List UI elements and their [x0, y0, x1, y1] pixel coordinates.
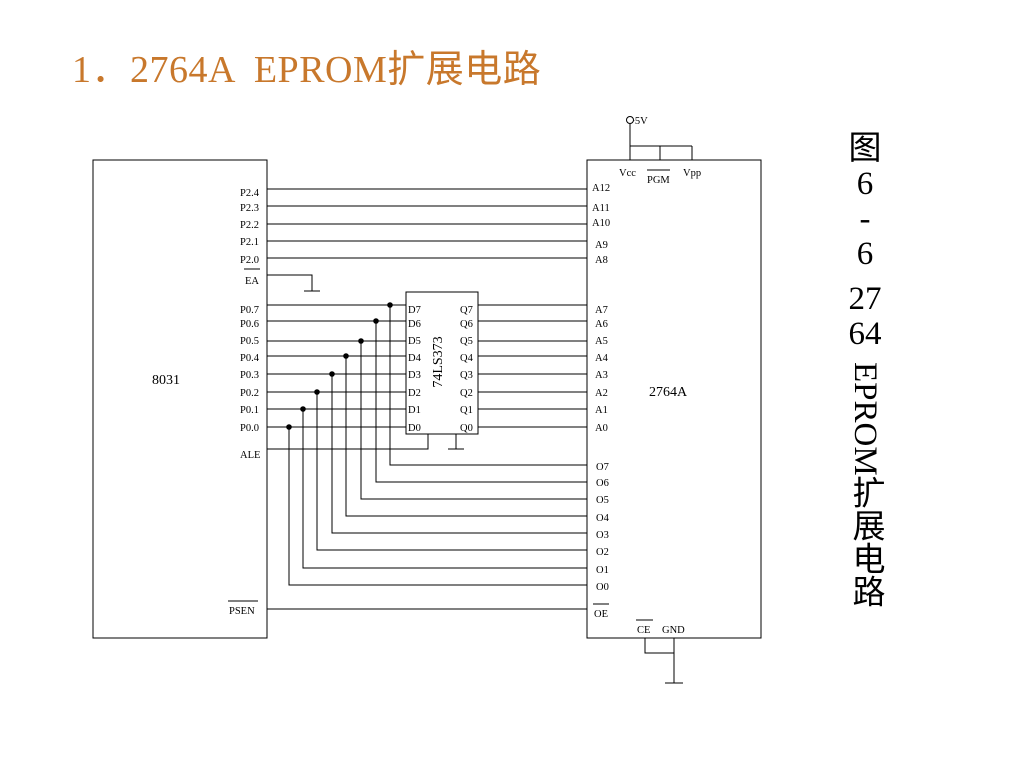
eprom-oe: OE — [594, 609, 608, 620]
latch-q1: Q1 — [460, 405, 473, 416]
eprom-a9: A9 — [595, 240, 608, 251]
eprom-name: 2764A — [649, 385, 688, 400]
pin-p06: P0.6 — [240, 319, 259, 330]
eprom-a12: A12 — [592, 183, 610, 194]
eprom-a5: A5 — [595, 336, 608, 347]
ale-wire — [267, 434, 429, 450]
eprom-o5: O5 — [596, 495, 609, 506]
pin-p07: P0.7 — [240, 305, 259, 316]
pin-p23: P2.3 — [240, 203, 259, 214]
slide-title: 1．2764A EPROM扩展电路 — [72, 49, 542, 91]
caption-line-5: 27 — [848, 281, 882, 317]
junction-dots — [286, 302, 393, 430]
eprom-a6: A6 — [595, 319, 608, 330]
pin-ale: ALE — [240, 450, 260, 461]
pin-p22: P2.2 — [240, 220, 259, 231]
pin-p02: P0.2 — [240, 388, 259, 399]
data-bus — [288, 305, 587, 586]
latch-d5: D5 — [408, 336, 421, 347]
eprom-o7: O7 — [596, 462, 609, 473]
caption-line-4: 6 — [856, 236, 874, 272]
eprom-o2: O2 — [596, 547, 609, 558]
latch-oe-ground — [448, 434, 464, 450]
latch-d1: D1 — [408, 405, 421, 416]
latch-q6: Q6 — [460, 319, 473, 330]
pin-psen: PSEN — [229, 606, 255, 617]
ea-ground — [267, 274, 320, 292]
pin-ea: EA — [245, 276, 259, 287]
caption-line-2: 6 — [856, 166, 874, 202]
cpu-8031-box — [92, 159, 268, 639]
latch-q7: Q7 — [460, 305, 473, 316]
pin-p20: P2.0 — [240, 255, 259, 266]
supply-wires — [629, 124, 693, 160]
eprom-o4: O4 — [596, 513, 610, 524]
latch-q0: Q0 — [460, 423, 473, 434]
latch-to-eprom-address — [478, 304, 587, 428]
ce-gnd-ground — [644, 638, 683, 684]
caption-vertical: EPROM扩展电路 — [847, 362, 883, 608]
pin-p01: P0.1 — [240, 405, 259, 416]
latch-d2: D2 — [408, 388, 421, 399]
eprom-o1: O1 — [596, 565, 609, 576]
latch-q2: Q2 — [460, 388, 473, 399]
latch-name: 74LS373 — [431, 336, 446, 387]
eprom-a3: A3 — [595, 370, 608, 381]
pin-p21: P2.1 — [240, 237, 259, 248]
pin-p00: P0.0 — [240, 423, 259, 434]
eprom-a8: A8 — [595, 255, 608, 266]
eprom-o0: O0 — [596, 582, 609, 593]
latch-d7: D7 — [408, 305, 421, 316]
p0-to-latch-bus — [267, 304, 406, 428]
supply-terminal — [626, 116, 634, 124]
eprom-a11: A11 — [592, 203, 610, 214]
caption-line-6: 64 — [848, 316, 882, 352]
supply-label: +5V — [629, 116, 648, 127]
cpu-name: 8031 — [152, 373, 180, 388]
figure-caption: 图 6 - 6 27 64 EPROM扩展电路 — [838, 132, 892, 608]
caption-line-1: 图 — [848, 131, 882, 167]
eprom-a4: A4 — [595, 353, 609, 364]
latch-d4: D4 — [408, 353, 422, 364]
latch-d0: D0 — [408, 423, 421, 434]
high-address-bus — [267, 188, 587, 259]
pin-p05: P0.5 — [240, 336, 259, 347]
latch-q5: Q5 — [460, 336, 473, 347]
eprom-a0: A0 — [595, 423, 608, 434]
eprom-pgm: PGM — [647, 175, 670, 186]
eprom-vpp: Vpp — [683, 168, 701, 179]
caption-line-3: - — [859, 201, 871, 237]
latch-74ls373-box — [405, 291, 479, 435]
latch-d6: D6 — [408, 319, 421, 330]
eprom-a10: A10 — [592, 218, 610, 229]
eprom-o6: O6 — [596, 478, 609, 489]
pin-p03: P0.3 — [240, 370, 259, 381]
eprom-ce: CE — [637, 625, 650, 636]
eprom-a7: A7 — [595, 305, 608, 316]
eprom-vcc: Vcc — [619, 168, 636, 179]
eprom-o3: O3 — [596, 530, 609, 541]
latch-q4: Q4 — [460, 353, 474, 364]
eprom-a2: A2 — [595, 388, 608, 399]
pin-p24: P2.4 — [240, 188, 260, 199]
pin-p04: P0.4 — [240, 353, 260, 364]
eprom-a1: A1 — [595, 405, 608, 416]
eprom-gnd: GND — [662, 625, 685, 636]
latch-q3: Q3 — [460, 370, 473, 381]
latch-d3: D3 — [408, 370, 421, 381]
